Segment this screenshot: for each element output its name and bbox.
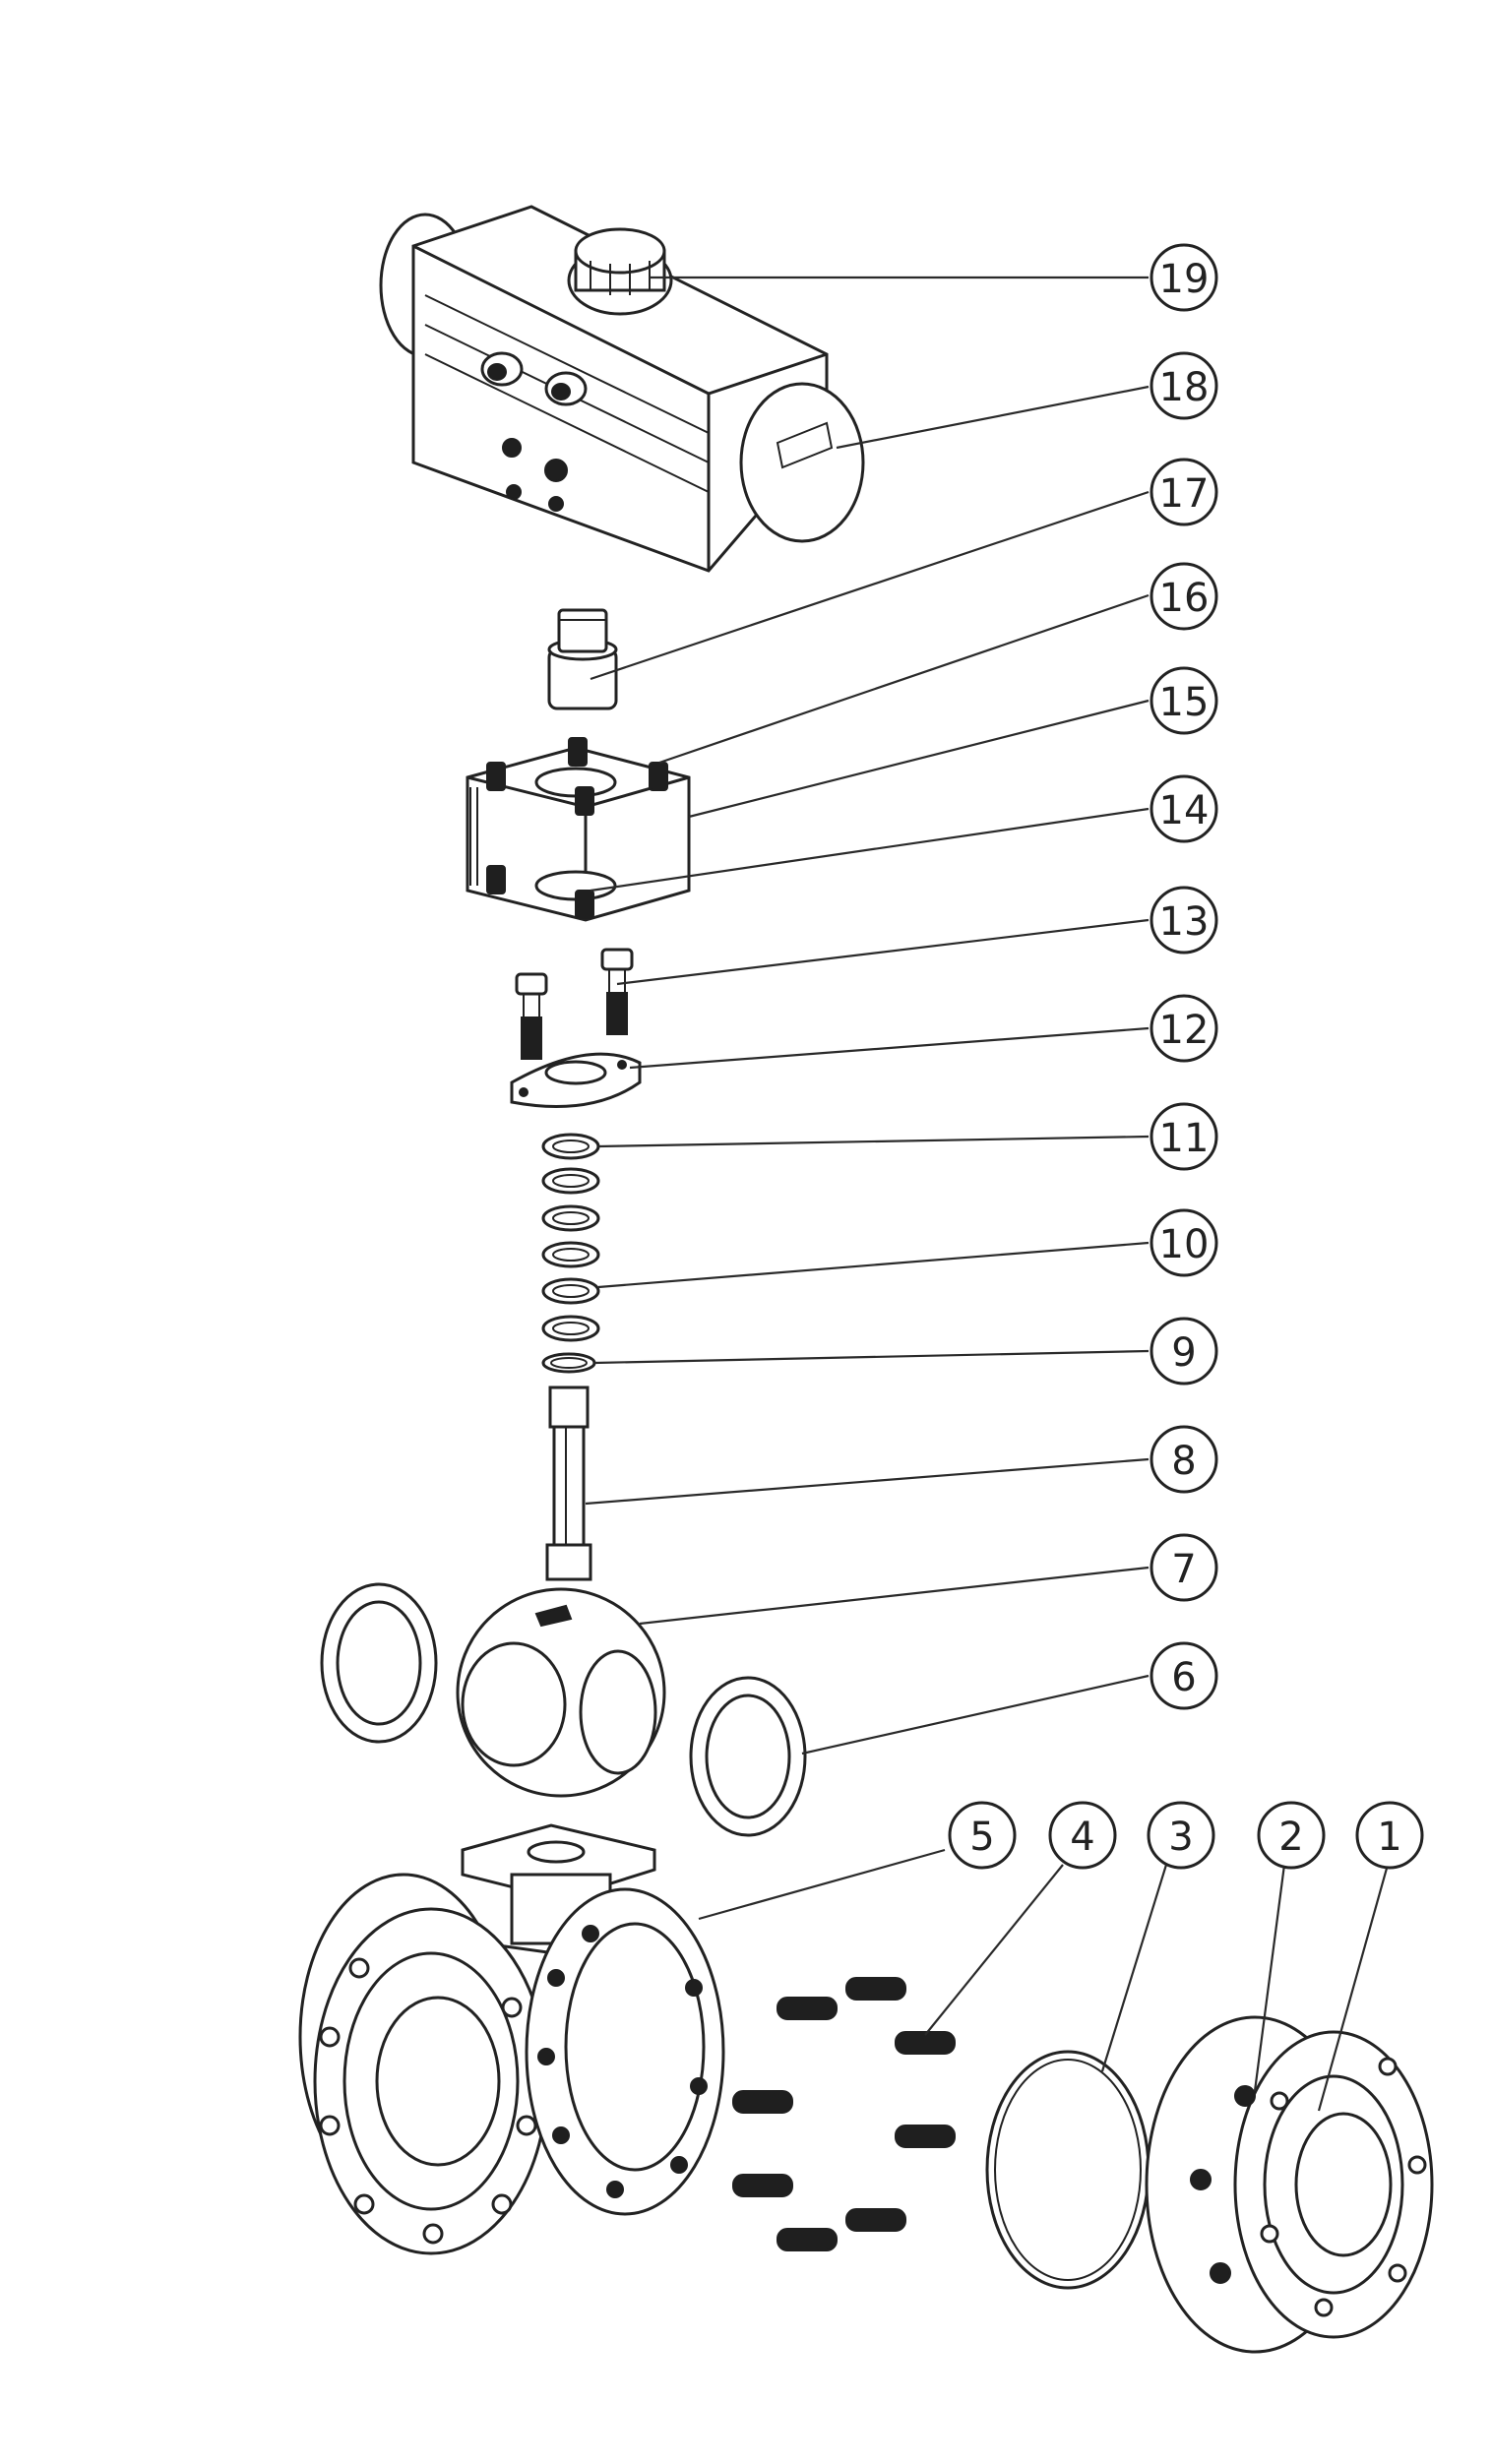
- stem: [545, 1386, 592, 1581]
- callout-2-label: 2: [1278, 1815, 1303, 1860]
- callout-14-label: 14: [1159, 788, 1210, 833]
- callout-10: 10: [1150, 1208, 1218, 1277]
- callout-7: 7: [1150, 1533, 1218, 1602]
- callout-16-label: 16: [1159, 576, 1210, 621]
- callout-8: 8: [1150, 1425, 1218, 1494]
- seat-right: [689, 1676, 807, 1837]
- callout-15-label: 15: [1159, 680, 1210, 725]
- callout-1: 1: [1355, 1801, 1424, 1870]
- seat-left: [320, 1582, 438, 1744]
- callout-11: 11: [1150, 1102, 1218, 1171]
- callout-6-label: 6: [1171, 1655, 1196, 1700]
- callout-5-label: 5: [969, 1815, 994, 1860]
- coupling: [547, 608, 618, 710]
- callout-13-label: 13: [1159, 899, 1210, 945]
- callout-9: 9: [1150, 1317, 1218, 1386]
- packing-rings: [541, 1133, 600, 1374]
- mounting-bracket: [466, 737, 691, 922]
- screws: [515, 948, 634, 1060]
- callout-8-label: 8: [1171, 1439, 1196, 1484]
- callout-17: 17: [1150, 458, 1218, 526]
- callout-19: 19: [1150, 243, 1218, 312]
- callout-14: 14: [1150, 774, 1218, 843]
- callout-15: 15: [1150, 666, 1218, 735]
- callout-16: 16: [1150, 562, 1218, 631]
- callout-4: 4: [1048, 1801, 1117, 1870]
- callout-18: 18: [1150, 351, 1218, 420]
- callout-18-label: 18: [1159, 365, 1210, 410]
- bolts: [732, 1977, 956, 2251]
- callout-1-label: 1: [1377, 1815, 1401, 1860]
- callout-12-label: 12: [1159, 1008, 1210, 1053]
- callout-19-label: 19: [1159, 257, 1210, 302]
- gland-plate: [510, 1052, 642, 1108]
- callout-3: 3: [1147, 1801, 1215, 1870]
- callout-5: 5: [948, 1801, 1017, 1870]
- callout-2: 2: [1257, 1801, 1326, 1870]
- end-flange: [1145, 2015, 1434, 2354]
- valve-body: [298, 1823, 725, 2255]
- actuator: [379, 205, 865, 573]
- callout-17-label: 17: [1159, 471, 1210, 517]
- callout-4-label: 4: [1070, 1815, 1094, 1860]
- callout-7-label: 7: [1171, 1547, 1196, 1592]
- callout-13: 13: [1150, 886, 1218, 955]
- leader-lines: [585, 276, 1390, 2112]
- callout-6: 6: [1150, 1641, 1218, 1710]
- callout-3-label: 3: [1168, 1815, 1193, 1860]
- ball: [456, 1587, 666, 1798]
- gasket: [985, 2050, 1150, 2290]
- callout-10-label: 10: [1159, 1222, 1210, 1267]
- callout-11-label: 11: [1159, 1116, 1210, 1161]
- callout-9-label: 9: [1171, 1330, 1196, 1376]
- callout-12: 12: [1150, 994, 1218, 1063]
